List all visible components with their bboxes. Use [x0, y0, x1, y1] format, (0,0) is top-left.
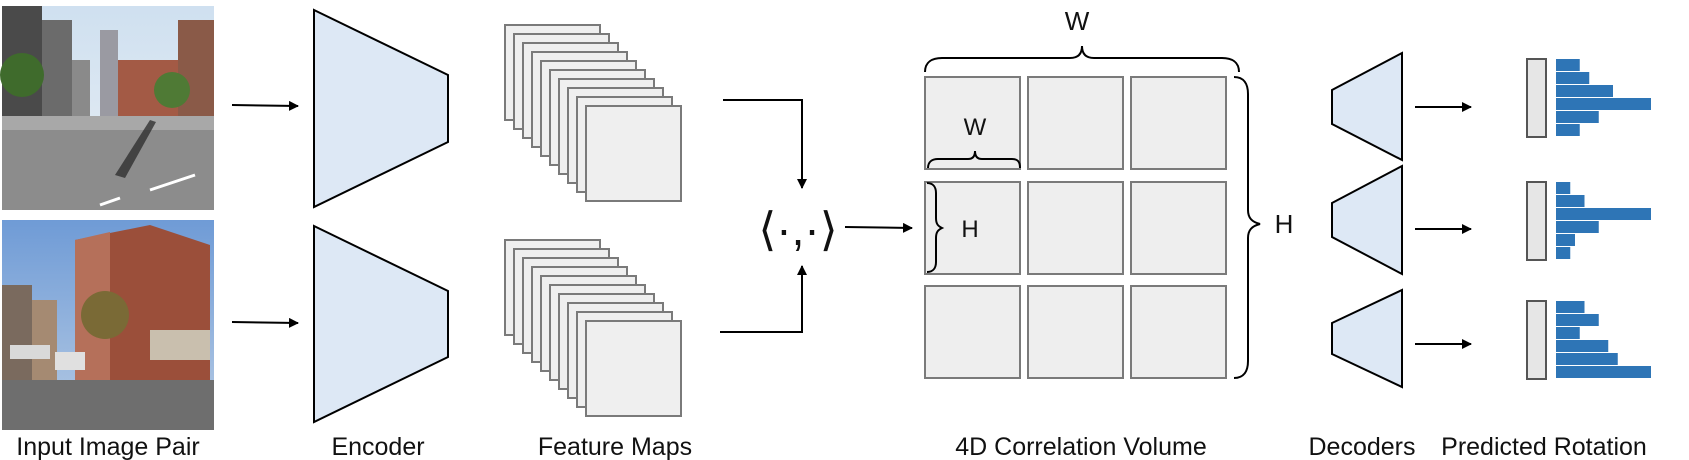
- histogram-bar: [1556, 234, 1575, 246]
- feature-map-stack-bottom: [504, 239, 682, 417]
- decoder-1: [1331, 51, 1403, 162]
- histogram-bar: [1556, 301, 1585, 313]
- inner-width-brace: [927, 150, 1021, 169]
- encoder-top: [313, 8, 449, 209]
- histogram-bar: [1556, 85, 1613, 97]
- outer-width-brace: [924, 45, 1240, 73]
- rotation-bin-column-1: [1526, 58, 1547, 138]
- label-encoder: Encoder: [331, 433, 424, 460]
- inner-width-label: W: [964, 114, 987, 141]
- feature-map-sheet: [585, 105, 682, 202]
- histogram-bar: [1556, 208, 1651, 220]
- histogram-bar: [1556, 221, 1599, 233]
- decoder-2: [1331, 164, 1403, 276]
- rotation-bin-column-2: [1526, 181, 1547, 261]
- histogram-bar: [1556, 314, 1599, 326]
- histogram-bar: [1556, 59, 1580, 71]
- histogram-bar: [1556, 195, 1585, 207]
- histogram-bar: [1556, 353, 1618, 365]
- label-correlation-volume: 4D Correlation Volume: [955, 433, 1207, 460]
- feature-map-sheet: [585, 320, 682, 417]
- arrow-features-top-to-operator: [723, 99, 807, 189]
- histogram-bar: [1556, 111, 1599, 123]
- correlation-cell-r1-c1: [1027, 181, 1124, 275]
- outer-height-label: H: [1275, 209, 1294, 239]
- histogram-bar: [1556, 366, 1651, 378]
- feature-map-stack-top: [504, 24, 682, 202]
- histogram-bar: [1556, 124, 1580, 136]
- correlation-cell-r2-c2: [1130, 285, 1227, 379]
- label-decoders: Decoders: [1309, 433, 1416, 460]
- correlation-cell-r2-c0: [924, 285, 1021, 379]
- inner-height-brace: [926, 182, 945, 273]
- predicted-rotation-outputs: [1526, 58, 1651, 380]
- histogram-bar: [1556, 247, 1571, 259]
- histogram-bar: [1556, 98, 1651, 110]
- rotation-bin-column-3: [1526, 300, 1547, 380]
- encoder-bottom: [313, 224, 449, 424]
- label-feature-maps: Feature Maps: [538, 433, 692, 460]
- histogram-bar: [1556, 182, 1571, 194]
- inner-product-operator: ⟨·,·⟩: [758, 203, 837, 255]
- input-photo-bottom: [2, 220, 214, 430]
- arrow-features-bottom-to-operator: [720, 265, 807, 333]
- correlation-cell-r1-c2: [1130, 181, 1227, 275]
- input-photo-top: [0, 6, 214, 210]
- correlation-cell-r0-c2: [1130, 76, 1227, 170]
- correlation-volume-grid: [924, 76, 1227, 379]
- decoder-3: [1331, 288, 1403, 389]
- correlation-cell-r2-c1: [1027, 285, 1124, 379]
- label-predicted-rotation: Predicted Rotation: [1441, 433, 1647, 460]
- histogram-bar: [1556, 340, 1609, 352]
- inner-height-label: H: [961, 216, 978, 243]
- outer-height-brace: [1233, 76, 1261, 379]
- correlation-cell-r0-c1: [1027, 76, 1124, 170]
- arrow-image-to-encoder-top: [231, 100, 299, 111]
- label-input-image-pair: Input Image Pair: [16, 433, 199, 460]
- arrow-image-to-encoder-bottom: [231, 317, 299, 328]
- outer-width-label: W: [1065, 6, 1090, 36]
- histogram-bar: [1556, 72, 1590, 84]
- correlation-cell-r0-c0: [924, 76, 1021, 170]
- arrow-operator-to-volume: [844, 222, 913, 233]
- histogram-bar: [1556, 327, 1580, 339]
